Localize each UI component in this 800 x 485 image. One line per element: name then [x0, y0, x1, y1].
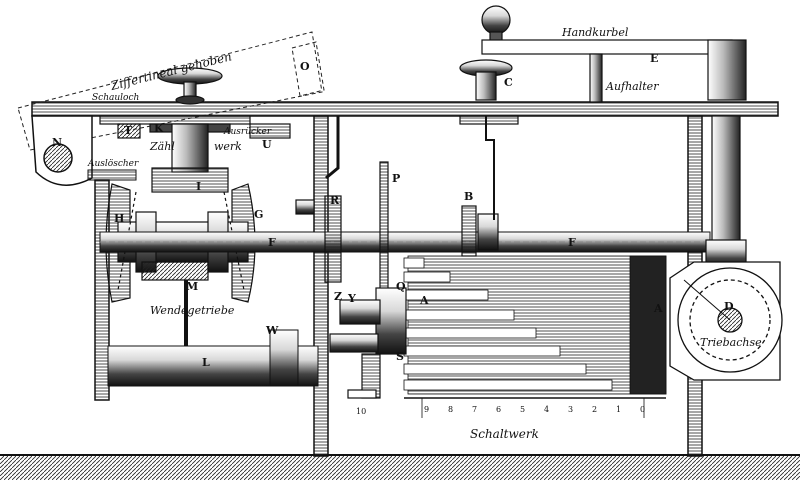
gear-b: [461, 205, 499, 257]
label-aufhalter: Aufhalter: [605, 80, 659, 93]
letter-w: W: [265, 324, 279, 337]
letter-t: T: [124, 124, 133, 137]
label-werk: werk: [214, 140, 242, 153]
bracket-n: [31, 115, 93, 186]
shaft-l: [107, 329, 319, 387]
letter-o: O: [300, 60, 310, 73]
letter-d: D: [724, 300, 734, 313]
letter-c: C: [504, 76, 513, 89]
scale-digit: 4: [544, 405, 549, 414]
letter-y: Y: [347, 292, 356, 305]
letter-z: Z: [334, 290, 342, 303]
scale-digit: 7: [472, 405, 477, 414]
letter-u: U: [262, 138, 272, 151]
label-wendegetriebe: Wendegetriebe: [150, 304, 235, 317]
label-schauloch: Schauloch: [92, 93, 139, 103]
letter-a-right: A: [653, 302, 663, 315]
scale-digit: 3: [568, 405, 573, 414]
letter-e: E: [650, 52, 658, 65]
letter-b: B: [464, 190, 473, 203]
letter-m: M: [186, 280, 198, 293]
letter-a-left: A: [419, 294, 429, 307]
letter-k: K: [154, 122, 164, 135]
letter-ten: 10: [356, 407, 366, 416]
label-ausruecker: Ausrücker: [223, 127, 272, 137]
letter-h: H: [114, 212, 124, 225]
schaltwerk-drum: [403, 255, 667, 418]
disks-r-p: [295, 161, 389, 293]
part-letters: N T K U I H G F F M L W R P B Q Z Y S A …: [52, 52, 734, 416]
ground: [0, 454, 800, 480]
zaehlwerk-assembly: [99, 67, 291, 193]
letter-f-right: F: [568, 236, 576, 249]
lever: [325, 116, 340, 180]
letter-r: R: [330, 194, 340, 207]
ziffertineal-lifted: [17, 31, 325, 151]
shaft-f: [99, 231, 711, 253]
triebachse-housing: [669, 261, 783, 381]
scale-digit: 1: [616, 405, 621, 414]
ausloescher-bar: [87, 169, 137, 181]
letter-s: S: [396, 350, 404, 363]
scale-digit: 2: [592, 405, 597, 414]
scale-digit: 9: [424, 405, 429, 414]
scale-digit: 5: [520, 405, 525, 414]
scale-digit: 0: [640, 405, 645, 414]
label-handkurbel: Handkurbel: [561, 26, 629, 39]
letter-l: L: [202, 356, 210, 369]
letter-n: N: [52, 136, 62, 149]
label-schaltwerk: Schaltwerk: [470, 427, 539, 441]
label-ausloescher: Auslöscher: [87, 159, 139, 169]
top-plate: [31, 101, 779, 117]
letter-q: Q: [396, 280, 406, 293]
handkurbel-assembly: [459, 5, 747, 267]
scale-digit: 6: [496, 405, 501, 414]
label-triebachse: Triebachse: [700, 336, 762, 349]
label-zaehl: Zähl: [149, 140, 175, 153]
letter-g: G: [254, 208, 263, 221]
scale-digits: 9 8 7 6 5 4 3 2 1 0: [424, 405, 645, 414]
letter-f-left: F: [268, 236, 276, 249]
scale-digit: 8: [448, 405, 453, 414]
gears-q-s: [329, 287, 407, 399]
letter-i: I: [196, 180, 201, 193]
letter-p: P: [392, 172, 400, 185]
